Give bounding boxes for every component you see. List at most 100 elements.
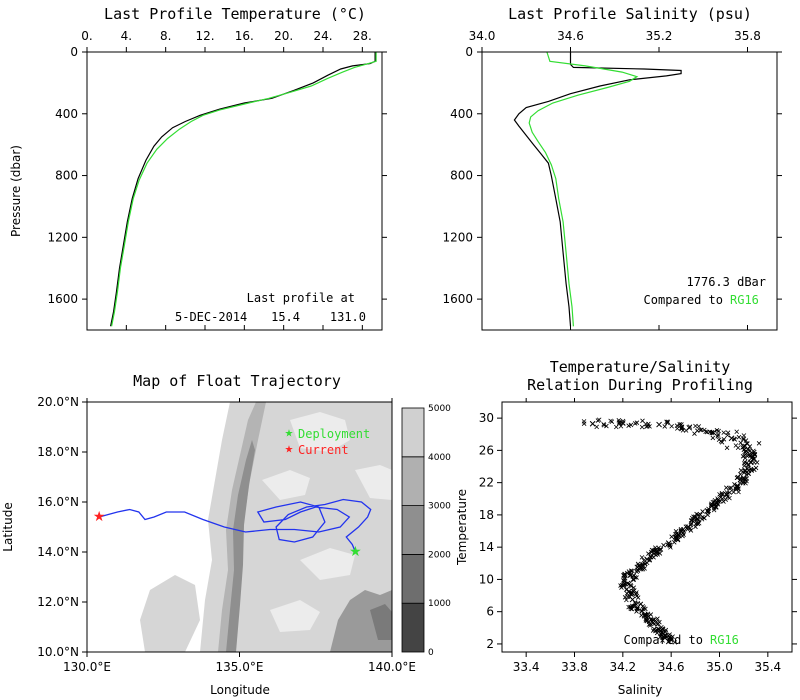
- ts-point-31: [589, 420, 596, 427]
- ts-point: [742, 449, 748, 455]
- bathymetry: [87, 402, 392, 652]
- map-ytick-label-0: 10.0°N: [37, 645, 79, 659]
- map-xtick-label-0: 130.0°E: [63, 660, 111, 674]
- ts-point-18: [714, 499, 720, 506]
- temperature-ytick-label-0: 0: [70, 45, 78, 59]
- ts-point: [642, 566, 647, 571]
- ts-point: [742, 476, 748, 482]
- ts-point: [646, 551, 651, 556]
- ts-point: [668, 545, 673, 550]
- salinity-series-line-0: [513, 52, 682, 327]
- ts-point: [679, 426, 684, 432]
- ts-point: [631, 603, 637, 609]
- ts-point: [719, 490, 725, 496]
- legend-deployment-label: Deployment: [298, 427, 370, 441]
- ts-xlabel: Salinity: [618, 683, 662, 697]
- ts-point: [710, 435, 716, 441]
- ts-point-20: [733, 483, 740, 490]
- ts-point: [637, 563, 643, 568]
- current-star-marker: ★: [93, 509, 106, 525]
- ts-point-13: [665, 540, 672, 546]
- salinity-lines: [513, 51, 682, 327]
- ts-point: [581, 419, 587, 424]
- ts-annotation-ref: RG16: [710, 633, 739, 647]
- legend-deployment-icon: ★: [285, 429, 294, 440]
- ts-point: [622, 572, 627, 577]
- colorbar-label-0: 0: [428, 648, 434, 658]
- ts-point: [655, 616, 660, 621]
- ts-point: [634, 590, 639, 595]
- ts-point: [651, 626, 657, 632]
- ts-point: [639, 424, 645, 430]
- colorbar-label-2: 2000: [428, 550, 451, 560]
- ts-point-22: [745, 467, 752, 474]
- temperature-annotation-lat: 15.4: [271, 310, 300, 324]
- ts-point: [688, 522, 694, 528]
- temperature-xtick-label-2: 8.: [160, 29, 171, 43]
- ts-point: [663, 627, 669, 633]
- legend-current-icon: ★: [285, 445, 294, 456]
- ts-point: [672, 640, 678, 645]
- salinity-xtick-label-2: 35.2: [646, 29, 673, 43]
- ts-xtick-label-5: 35.4: [754, 660, 781, 674]
- ts-point: [711, 505, 717, 511]
- deployment-star-marker: ★: [349, 544, 362, 560]
- ts-point: [631, 577, 636, 582]
- map-ytick-label-3: 16.0°N: [37, 495, 79, 509]
- ts-point-2: [656, 626, 662, 633]
- ts-point: [677, 422, 683, 427]
- ts-point: [724, 445, 730, 451]
- ts-point-26: [728, 435, 735, 442]
- colorbar-band-4: [401, 407, 425, 458]
- temperature-series-line-0: [110, 52, 376, 327]
- ts-point-6: [629, 596, 636, 603]
- ts-point: [669, 534, 674, 539]
- ts-point: [678, 527, 684, 532]
- temperature-x-ticks: 0.4.8.12.16.20.24.28.: [81, 29, 372, 330]
- ts-point: [734, 429, 740, 435]
- ts-point-10: [634, 564, 641, 571]
- temperature-xtick-label-7: 28.: [353, 29, 372, 43]
- ts-point: [725, 432, 730, 438]
- ts-ytick-label-3: 14: [479, 540, 494, 554]
- temperature-annotation-1: Last profile at: [247, 291, 355, 305]
- ts-point: [716, 428, 721, 434]
- legend-current-label: Current: [298, 443, 349, 457]
- ts-xtick-label-0: 33.4: [513, 660, 540, 674]
- temperature-xtick-label-0: 0.: [81, 29, 92, 43]
- ts-point-1: [662, 633, 668, 639]
- map-ytick-label-5: 20.0°N: [37, 395, 79, 409]
- ts-panel: Temperature/Salinity Relation During Pro…: [455, 358, 797, 697]
- ts-point: [644, 424, 649, 429]
- salinity-ytick-label-3: 1200: [442, 230, 473, 244]
- ts-point: [740, 480, 746, 486]
- ts-point: [728, 485, 734, 491]
- temperature-xtick-label-5: 20.: [274, 29, 293, 43]
- ts-point: [628, 422, 634, 428]
- ts-point: [738, 468, 744, 473]
- ts-point-16: [694, 516, 701, 522]
- bathymetry-light-patch-5: [270, 600, 320, 632]
- ts-point: [618, 423, 624, 429]
- ts-point: [657, 547, 662, 553]
- ts-ytick-label-4: 18: [479, 508, 494, 522]
- ts-point: [622, 573, 627, 579]
- temperature-series-line-1: [111, 52, 377, 327]
- ts-point: [660, 638, 665, 643]
- ts-point-7: [626, 588, 632, 595]
- ts-point: [698, 427, 703, 433]
- ts-point: [634, 575, 639, 580]
- ts-point: [625, 594, 631, 599]
- ts-point: [667, 632, 672, 637]
- ts-point: [635, 595, 641, 600]
- map-ylabel: Latitude: [1, 502, 15, 551]
- map-xlabel: Longitude: [210, 683, 270, 697]
- ts-point: [678, 528, 684, 533]
- ts-point: [696, 424, 702, 429]
- bathymetry-dark-patch: [370, 604, 392, 640]
- salinity-frame: [481, 51, 778, 331]
